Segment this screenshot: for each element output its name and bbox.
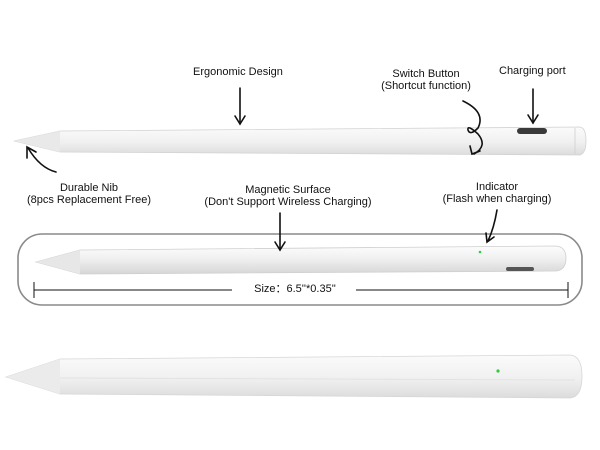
magnetic-surface-title: Magnetic Surface — [245, 184, 331, 196]
switch-button-title: Switch Button — [392, 68, 460, 80]
pen-top — [13, 126, 587, 156]
indicator-label: Indicator (Flash when charging) — [438, 181, 556, 205]
charging-port — [517, 128, 547, 134]
magnetic-surface-subtitle: (Don't Support Wireless Charging) — [204, 196, 372, 208]
switch-button-subtitle: (Shortcut function) — [381, 80, 471, 92]
magnetic-surface-frame — [17, 233, 583, 306]
durable-nib-label: Durable Nib (8pcs Replacement Free) — [22, 182, 156, 206]
charging-port-label: Charging port — [499, 65, 566, 77]
indicator-subtitle: (Flash when charging) — [442, 193, 552, 205]
indicator-title: Indicator — [475, 181, 519, 193]
size-dimension-line — [33, 282, 569, 298]
annotation-arrows — [26, 87, 539, 252]
durable-nib-subtitle: (8pcs Replacement Free) — [26, 194, 152, 206]
switch-button-arrow — [462, 100, 483, 155]
pen-middle — [34, 245, 567, 275]
indicator-led — [478, 250, 482, 254]
magnetic-surface-label: Magnetic Surface (Don't Support Wireless… — [188, 184, 388, 208]
indicator-led-bottom — [496, 369, 500, 373]
size-label: Size：6.5''*0.35'' — [254, 283, 336, 295]
indicator-arrow — [487, 209, 498, 242]
switch-button-label: Switch Button (Shortcut function) — [378, 68, 474, 92]
pen-bottom — [4, 354, 583, 399]
nib-arrow — [27, 147, 57, 173]
ergonomic-design-label: Ergonomic Design — [193, 66, 283, 78]
durable-nib-title: Durable Nib — [59, 182, 119, 194]
charging-port-2 — [506, 267, 534, 271]
